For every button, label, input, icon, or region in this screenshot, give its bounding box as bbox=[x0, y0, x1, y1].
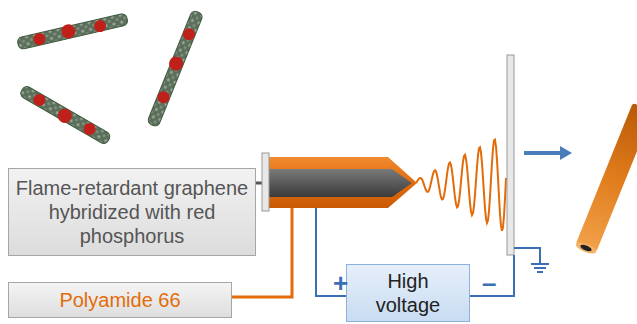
node-text: High voltage bbox=[353, 269, 463, 317]
power-supply-box: High voltage bbox=[346, 264, 470, 322]
ground-symbol bbox=[514, 248, 549, 272]
fiber-jet bbox=[416, 140, 506, 231]
material-box: Flame-retardant graphene hybridized with… bbox=[8, 168, 256, 256]
node-text: Polyamide 66 bbox=[59, 288, 180, 312]
collector-plate bbox=[507, 55, 514, 255]
polarity-plus: + bbox=[333, 270, 348, 296]
coaxial-spinneret bbox=[262, 153, 417, 211]
output-arrow bbox=[524, 146, 572, 160]
polarity-minus: – bbox=[482, 270, 496, 296]
negative-wire bbox=[470, 255, 514, 296]
material-box: Polyamide 66 bbox=[8, 282, 232, 318]
graphene-sheets bbox=[16, 9, 203, 147]
node-text: Flame-retardant graphene hybridized with… bbox=[15, 176, 249, 248]
core-shell-fiber bbox=[574, 103, 637, 256]
